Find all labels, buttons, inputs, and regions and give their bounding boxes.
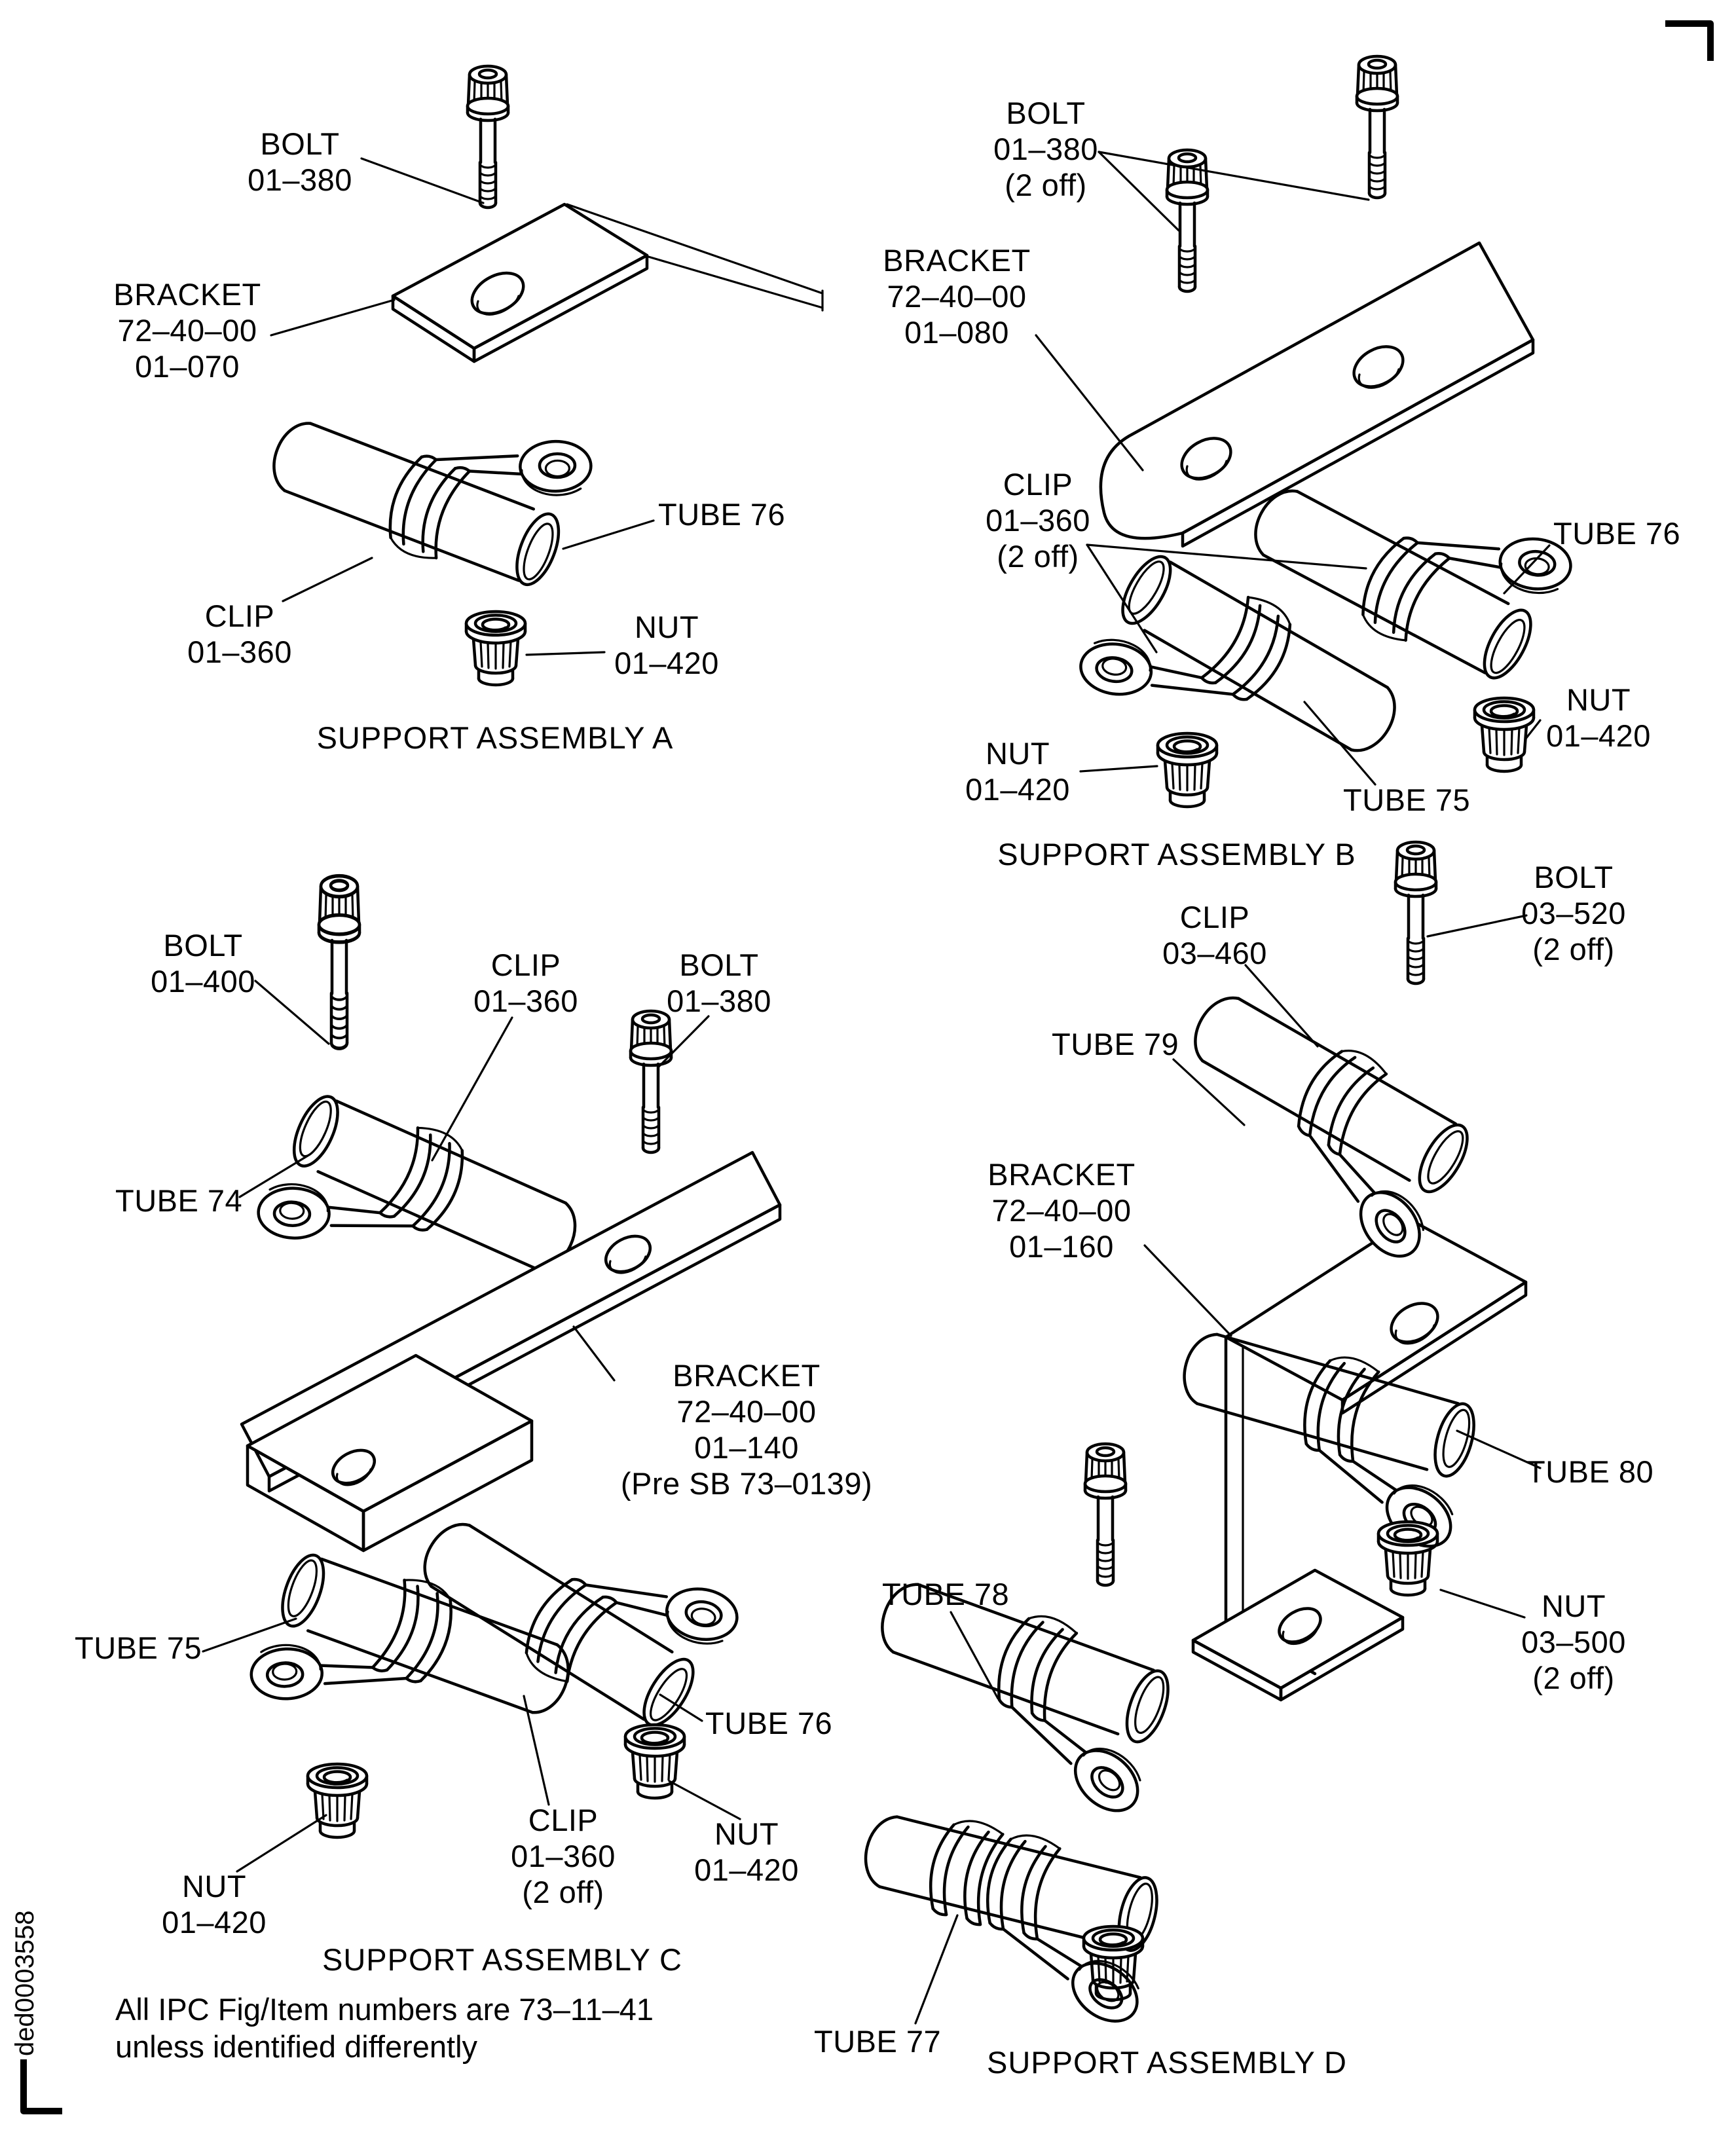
label-tube76-a: TUBE 76	[658, 497, 786, 532]
label-nut-d: NUT 03–500 (2 off)	[1521, 1589, 1626, 1695]
label-bracket-b: BRACKET 72–40–00 01–080	[883, 243, 1031, 350]
label-bracket-d: BRACKET 72–40–00 01–160	[988, 1157, 1136, 1264]
label-tube79-d: TUBE 79	[1052, 1027, 1179, 1061]
nut-icon	[1158, 733, 1217, 807]
bracket-plate	[391, 202, 824, 363]
label-tube74-c: TUBE 74	[115, 1183, 243, 1218]
label-bolt-b: BOLT 01–380 (2 off)	[993, 96, 1098, 202]
bolt-icon	[1085, 1444, 1126, 1585]
corner-mark-top-right	[1665, 20, 1714, 61]
bolt-icon	[319, 876, 360, 1049]
nut-icon	[466, 612, 525, 685]
label-tube76-b: TUBE 76	[1553, 516, 1681, 551]
label-tube76-c: TUBE 76	[705, 1706, 833, 1740]
label-nut-a: NUT 01–420	[614, 610, 719, 680]
label-bolt-d: BOLT 03–520 (2 off)	[1521, 860, 1626, 966]
ipc-note: All IPC Fig/Item numbers are 73–11–41 un…	[115, 1992, 654, 2064]
label-bracket-a: BRACKET 72–40–00 01–070	[113, 277, 261, 384]
nut-icon	[625, 1725, 684, 1798]
label-clip-a: CLIP 01–360	[187, 598, 292, 669]
base-plate	[1191, 1568, 1405, 1702]
bolt-icon	[1357, 56, 1397, 198]
label-clip-b: CLIP 01–360 (2 off)	[986, 467, 1090, 574]
tube-clip-assembly	[259, 337, 608, 607]
nut-icon	[1378, 1522, 1437, 1595]
bolt-icon	[1167, 150, 1208, 291]
label-bolt400-c: BOLT 01–400	[151, 928, 255, 999]
label-nut-right-c: NUT 01–420	[694, 1816, 799, 1887]
l-bracket	[1224, 1217, 1528, 1676]
label-bolt380-c: BOLT 01–380	[667, 947, 771, 1018]
bolt-icon	[1395, 842, 1436, 984]
spacer-block	[246, 1353, 534, 1553]
label-nut-right-b: NUT 01–420	[1546, 682, 1651, 753]
corner-mark-bottom-left	[20, 2059, 62, 2114]
label-clip-d: CLIP 03–460	[1162, 900, 1267, 970]
label-bracket-c: BRACKET 72–40–00 01–140 (Pre SB 73–0139)	[620, 1358, 873, 1501]
leader-lines	[202, 151, 1551, 2025]
label-nut-left-c: NUT 01–420	[162, 1869, 267, 1940]
title-assembly-d: SUPPORT ASSEMBLY D	[986, 2045, 1348, 2080]
bolt-icon	[631, 1011, 671, 1152]
bolt-icon	[468, 66, 508, 208]
label-bolt-a: BOLT 01–380	[248, 126, 352, 197]
label-tube80-d: TUBE 80	[1526, 1454, 1654, 1489]
figure-id: ded0003558	[10, 1910, 39, 2056]
title-assembly-b: SUPPORT ASSEMBLY B	[997, 837, 1356, 872]
nut-icon	[308, 1764, 367, 1837]
title-assembly-a: SUPPORT ASSEMBLY A	[316, 720, 674, 755]
tube-clip-assembly	[234, 1534, 582, 1799]
label-clip-top-c: CLIP 01–360	[473, 947, 578, 1018]
bracket-plate	[1099, 241, 1535, 548]
tube-clip-assembly	[838, 1797, 1178, 2038]
nut-icon	[1475, 698, 1534, 771]
tube-clip-assembly	[1141, 975, 1494, 1277]
title-assembly-c: SUPPORT ASSEMBLY C	[322, 1942, 683, 1977]
label-tube75-b: TUBE 75	[1343, 782, 1471, 817]
label-tube75-c: TUBE 75	[75, 1630, 202, 1665]
label-clip-bottom-c: CLIP 01–360 (2 off)	[511, 1803, 616, 1909]
label-nut-left-b: NUT 01–420	[965, 736, 1070, 807]
label-tube77-d: TUBE 77	[814, 2024, 942, 2059]
label-tube78-d: TUBE 78	[882, 1577, 1010, 1611]
